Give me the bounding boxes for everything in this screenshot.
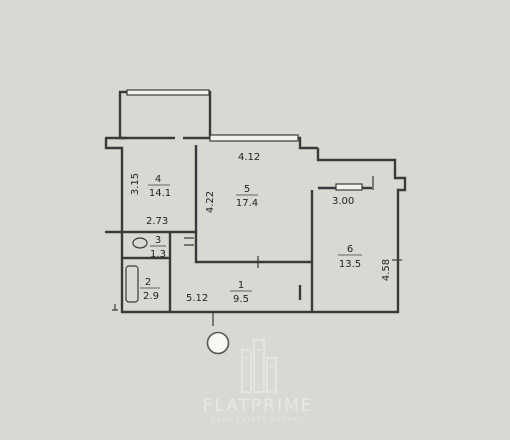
entrance-marker	[206, 312, 230, 355]
toilet-icon	[132, 237, 148, 249]
room-area: 14.1	[149, 188, 171, 199]
dim-room5-height: 4.22	[205, 191, 216, 213]
dim-room6-height: 4.58	[381, 259, 392, 281]
dimensions: 3.15 2.73 4.12 4.22 3.00 4.58 5.12	[130, 152, 392, 304]
door-mark-icon	[184, 237, 194, 246]
dim-room4-height: 3.15	[130, 173, 141, 195]
room-number: 5	[244, 184, 250, 195]
room-6-label: 6 13.5	[338, 244, 362, 270]
windows	[126, 89, 363, 191]
room-area: 2.9	[143, 291, 159, 302]
room-labels: 4 14.1 5 17.4 6 13.5 3 1.3 2 2.9 1 9.5	[140, 174, 362, 305]
bathtub-icon	[125, 265, 139, 303]
dim-hall-width: 5.12	[186, 293, 208, 304]
dim-room5-width: 4.12	[238, 152, 260, 163]
room-2-label: 2 2.9	[140, 277, 160, 302]
room6-outer-wall	[312, 148, 407, 314]
dim-room6-width: 3.00	[332, 196, 354, 207]
room6-window-icon	[335, 183, 363, 191]
room-number: 4	[155, 174, 161, 185]
fixtures	[112, 176, 402, 311]
watermark: FLATPRIME REAL ESTATE AGENCY	[203, 339, 314, 423]
building-logo-icon	[241, 339, 277, 393]
room4-left-wall	[104, 138, 124, 232]
balcony-window-icon	[126, 89, 210, 96]
room-area: 9.5	[233, 294, 249, 305]
dim-room4-width: 2.73	[146, 216, 168, 227]
watermark-tagline: REAL ESTATE AGENCY	[212, 417, 305, 423]
room-area: 17.4	[236, 198, 258, 209]
pipe-icon	[112, 304, 118, 311]
room-area: 1.3	[150, 249, 166, 260]
walls	[104, 90, 407, 314]
room-number: 2	[145, 277, 151, 288]
room-number: 6	[347, 244, 353, 255]
room-4-label: 4 14.1	[148, 174, 171, 199]
room-area: 13.5	[339, 259, 361, 270]
entrance-circle-icon	[206, 331, 230, 355]
room-number: 3	[155, 235, 161, 246]
room-3-label: 3 1.3	[150, 235, 166, 260]
watermark-brand: FLATPRIME	[203, 396, 314, 416]
room-5-label: 5 17.4	[236, 184, 258, 209]
room-number: 1	[238, 280, 244, 291]
room-1-label: 1 9.5	[230, 280, 252, 305]
room5-window-icon	[209, 134, 299, 142]
room5-walls	[194, 145, 312, 264]
